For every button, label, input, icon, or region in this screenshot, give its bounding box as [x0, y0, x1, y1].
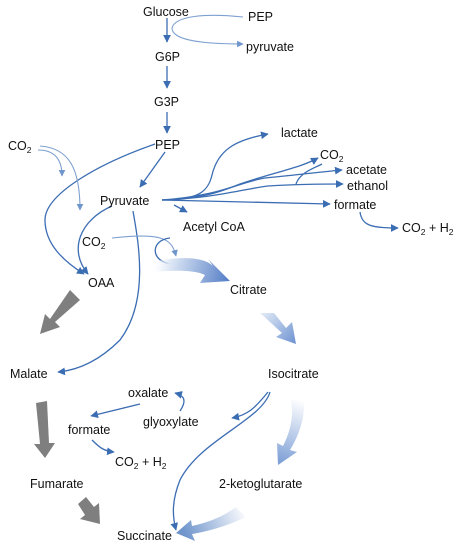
- pyruvate-to-malate-curve: [57, 210, 141, 376]
- oxalate-label: oxalate: [128, 386, 168, 400]
- formate-right-label: formate: [334, 198, 376, 212]
- co2-mid-label: CO2: [82, 235, 106, 251]
- formate-to-co2-h2-left-arrow: [91, 439, 115, 456]
- pyruvate-top-label: pyruvate: [246, 40, 294, 54]
- pyruvate-to-co2-arrow: [161, 157, 319, 201]
- isocitrate-label: Isocitrate: [268, 367, 319, 381]
- isocitrate-to-ketoglutarate-block-arrow: [277, 400, 305, 465]
- pyruvate-to-formate-arrow: [161, 199, 331, 208]
- g3p-label: G3P: [154, 95, 179, 109]
- co2-right-label: CO2: [320, 148, 344, 164]
- pyruvate-to-ethanol-arrow: [161, 180, 344, 201]
- citrate-to-isocitrate-block-arrow: [260, 313, 296, 344]
- formate-left-label: formate: [68, 423, 110, 437]
- to-citrate-block-arrow: [150, 258, 230, 283]
- malate-to-fumarate-block-arrow: [34, 401, 55, 458]
- malate-label: Malate: [10, 367, 48, 381]
- co2-mid-arrow: [111, 235, 178, 257]
- isocitrate-to-succinate-arrow: [170, 391, 271, 531]
- ethanol-label: ethanol: [347, 179, 388, 193]
- co2-left-label: CO2: [8, 139, 32, 155]
- ketoglutarate-label: 2-ketoglutarate: [219, 477, 302, 491]
- glyoxylate-to-formate-arrow: [90, 403, 141, 419]
- acetate-label: acetate: [346, 163, 387, 177]
- co2-to-pep-carboxylation-arrow: [37, 149, 66, 177]
- oaa-to-malate-block-arrow: [40, 290, 80, 334]
- formate-to-co2-h2-arrow: [359, 211, 399, 232]
- pyruvate-label: Pyruvate: [100, 194, 149, 208]
- succinate-label: Succinate: [117, 529, 172, 543]
- pep-to-oaa-curve: [44, 143, 156, 275]
- pep-top-label: PEP: [248, 10, 273, 24]
- pep-to-pyruvate-coupling-arc: [171, 14, 244, 48]
- oaa-label: OAA: [88, 276, 115, 290]
- pep-label: PEP: [155, 138, 180, 152]
- acetyl-coa-label: Acetyl CoA: [183, 220, 245, 234]
- co2-to-pyruvate-carboxylation-arrow: [39, 145, 84, 211]
- co2-h2-right-label: CO2 + H2: [402, 221, 454, 237]
- fumarate-label: Fumarate: [30, 477, 84, 491]
- lactate-label: lactate: [281, 126, 318, 140]
- glucose-label: Glucose: [143, 5, 189, 19]
- glyoxylate-label: glyoxylate: [143, 415, 199, 429]
- co2-acetate-loop: [295, 163, 323, 185]
- co2-h2-left-label: CO2 + H2: [115, 455, 167, 471]
- pep-to-pyruvate-arrow: [139, 151, 166, 188]
- pyruvate-to-oaa-curve: [77, 205, 113, 275]
- fumarate-to-succinate-block-arrow: [78, 497, 100, 524]
- glyoxylate-to-oxalate-arrow: [174, 391, 185, 412]
- isocitrate-to-glyoxylate-arrow: [231, 391, 269, 421]
- g6p-label: G6P: [155, 50, 180, 64]
- pyruvate-to-acetate-arrow: [161, 166, 343, 201]
- ketoglutarate-to-succinate-block-arrow: [176, 507, 246, 541]
- pyruvate-to-acetyl-coa-arrow: [173, 204, 188, 213]
- citrate-label: Citrate: [230, 283, 267, 297]
